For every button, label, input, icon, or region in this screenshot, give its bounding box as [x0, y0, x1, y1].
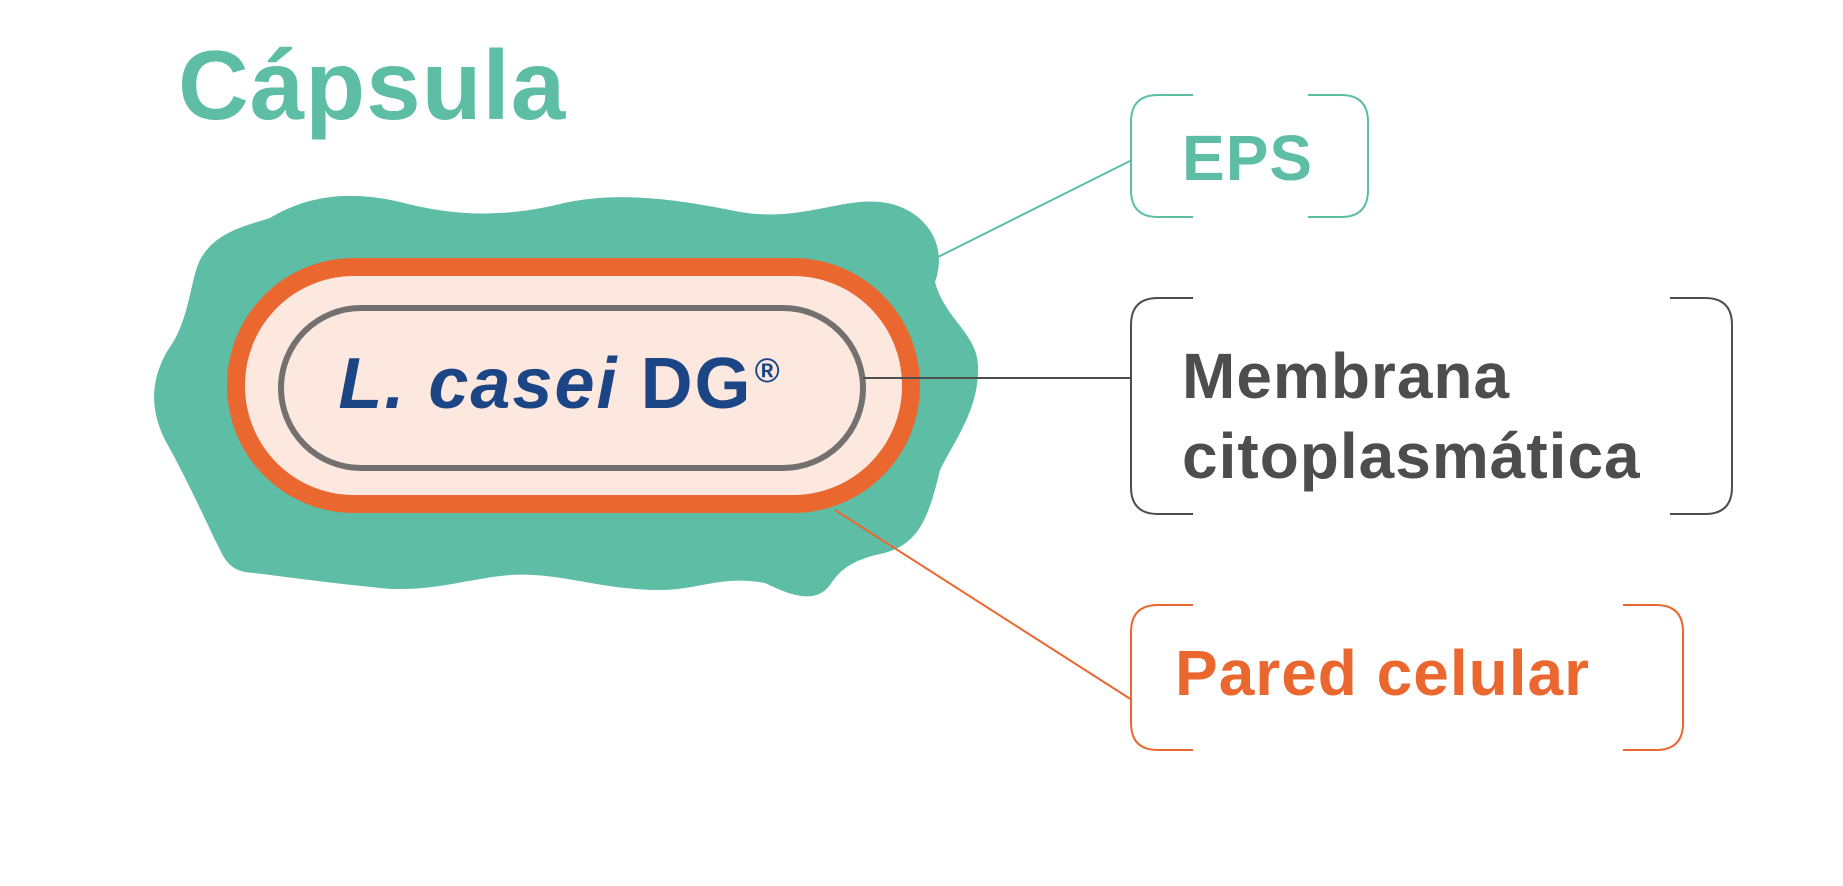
eps-leader-line	[927, 159, 1133, 263]
cell-wall-label: Pared celular	[1175, 637, 1590, 709]
cell-wall-callout-box	[1130, 604, 1684, 751]
capsule-title: Cápsula	[178, 30, 567, 140]
membrane-label-line1: Membrana	[1182, 340, 1511, 412]
bacterium-strain: DG	[640, 344, 753, 424]
eps-callout-box	[1130, 94, 1369, 218]
bacterium-species: L. casei	[338, 344, 619, 424]
membrane-label-line2: citoplasmática	[1182, 420, 1641, 492]
cell-wall-leader-line	[834, 509, 1133, 701]
membrane-callout-box	[1130, 297, 1733, 515]
cytoplasmic-membrane-shape	[278, 305, 866, 471]
eps-label: EPS	[1182, 122, 1314, 194]
membrane-label: Membrana citoplasmática	[1182, 336, 1641, 496]
registered-mark: ®	[754, 352, 782, 390]
bacterium-name: L. casei DG®	[290, 348, 830, 420]
cell-wall-shape	[227, 258, 920, 513]
